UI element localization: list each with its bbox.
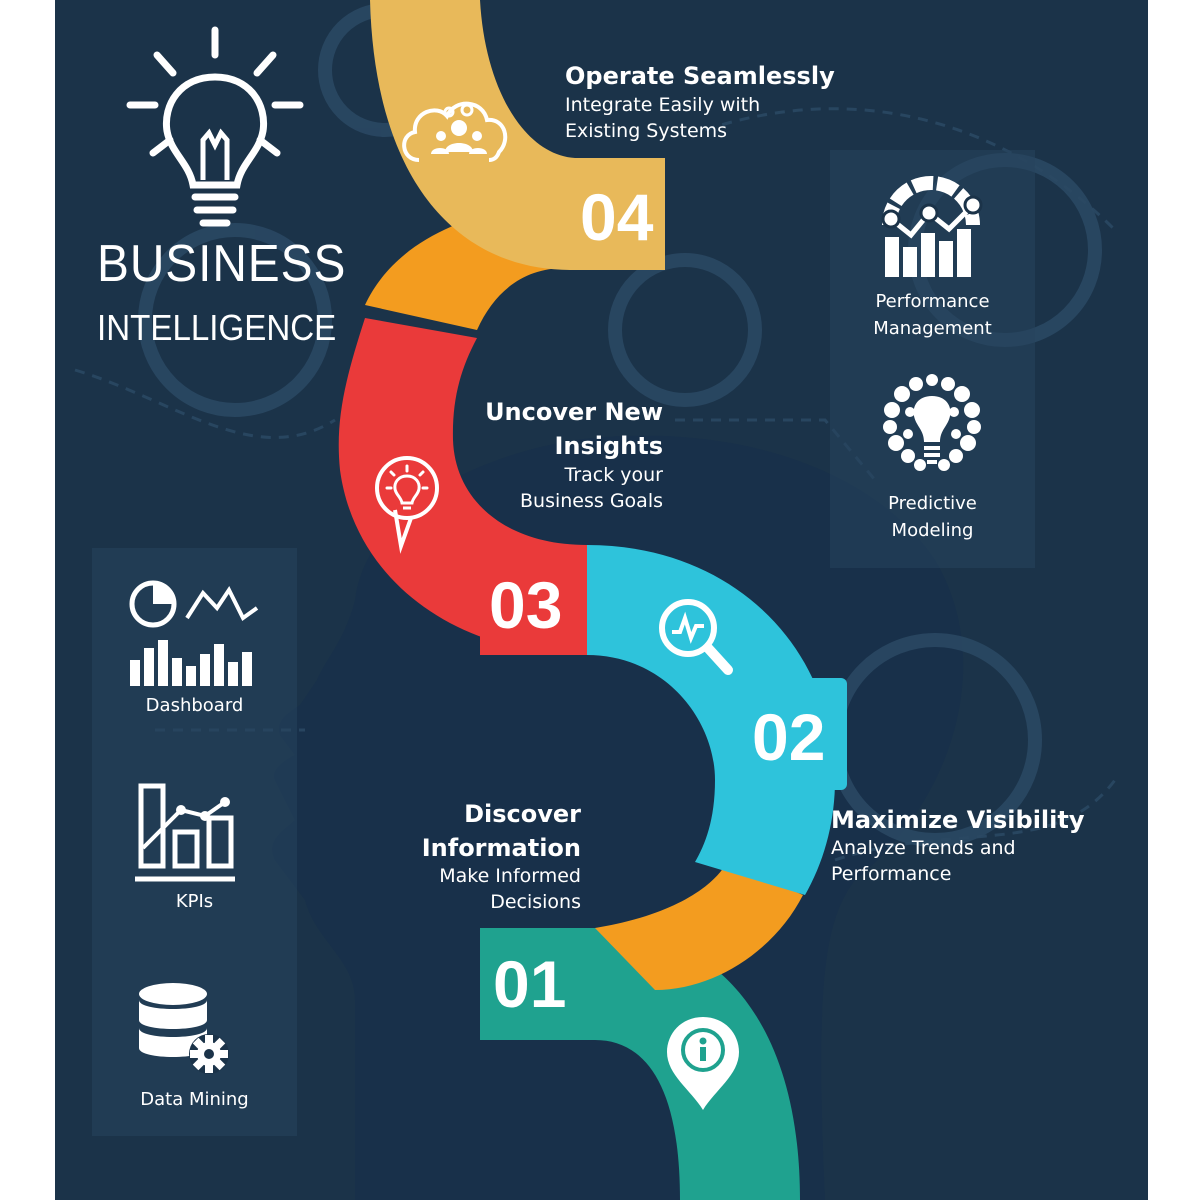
ribbon-segment-04 [370,0,665,270]
step-02-title: Maximize Visibility [831,806,1085,834]
cloud-users-icon [402,101,508,162]
step-number-03: 03 [489,568,562,642]
database-gear-icon [139,983,229,1074]
performance-gauge-icon [881,176,983,277]
dashboard-icon [129,580,259,686]
ribbon-segment-02 [587,545,835,895]
performance-management-label-line1: Performance [875,291,990,312]
dashed-path-decoration [834,779,1117,862]
process-ribbon [338,0,847,1200]
ribbon-segment-01 [480,928,800,1200]
predictive-modeling-label-line1: Predictive [888,493,977,514]
step-04-desc-line1: Integrate Easily with [565,94,761,116]
step-03-title-line2: Insights [554,432,663,460]
step-02-desc-line2: Performance [831,863,952,885]
gear-decoration [138,223,332,417]
kpis-label: KPIs [175,891,214,912]
step-number-01: 01 [493,947,566,1021]
ribbon-connector-lower [595,862,803,990]
step-03-desc-line2: Business Goals [520,490,663,512]
step-number-04: 04 [580,180,654,254]
performance-management-label-line2: Management [873,318,992,339]
step-01-desc-line2: Decisions [490,891,581,913]
step-01-title-line2: Information [421,834,581,862]
step-01-title-line1: Discover [464,800,581,828]
step-03-title-line1: Uncover New [485,398,663,426]
predictive-modeling-label-line2: Modeling [891,520,974,541]
magnifier-chart-icon [659,599,733,675]
dashed-path-decoration [74,368,336,439]
step-numbers: 01 02 03 04 [375,101,825,1110]
brand-subtitle: INTELLIGENCE [97,307,337,348]
dashboard-label: Dashboard [145,695,244,716]
step-03-desc-line1: Track your [564,464,663,486]
info-pin-icon [667,1017,739,1110]
data-mining-label: Data Mining [140,1089,249,1110]
kpi-chart-icon [135,783,235,882]
lightbulb-logo-icon [126,26,304,227]
dashed-path-decoration [704,107,1117,232]
head-silhouette [272,435,964,1200]
step-02-desc-line1: Analyze Trends and [831,837,1016,859]
lightbulb-bubble-icon [375,456,439,554]
step-number-02: 02 [752,700,825,774]
step-04-desc-line2: Existing Systems [565,120,728,142]
step-03-tab [480,545,587,655]
step-02-tab [735,678,847,790]
bubble-bulb-icon [883,374,981,471]
step-01-desc-line1: Make Informed [439,865,581,887]
brand-title: BUSINESS [97,235,347,293]
background-decoration [74,3,1117,1200]
step-04-title: Operate Seamlessly [565,62,835,90]
infographic-canvas: BUSINESS INTELLIGENCE 01 02 03 04 [55,0,1148,1200]
gear-decoration [608,253,762,407]
